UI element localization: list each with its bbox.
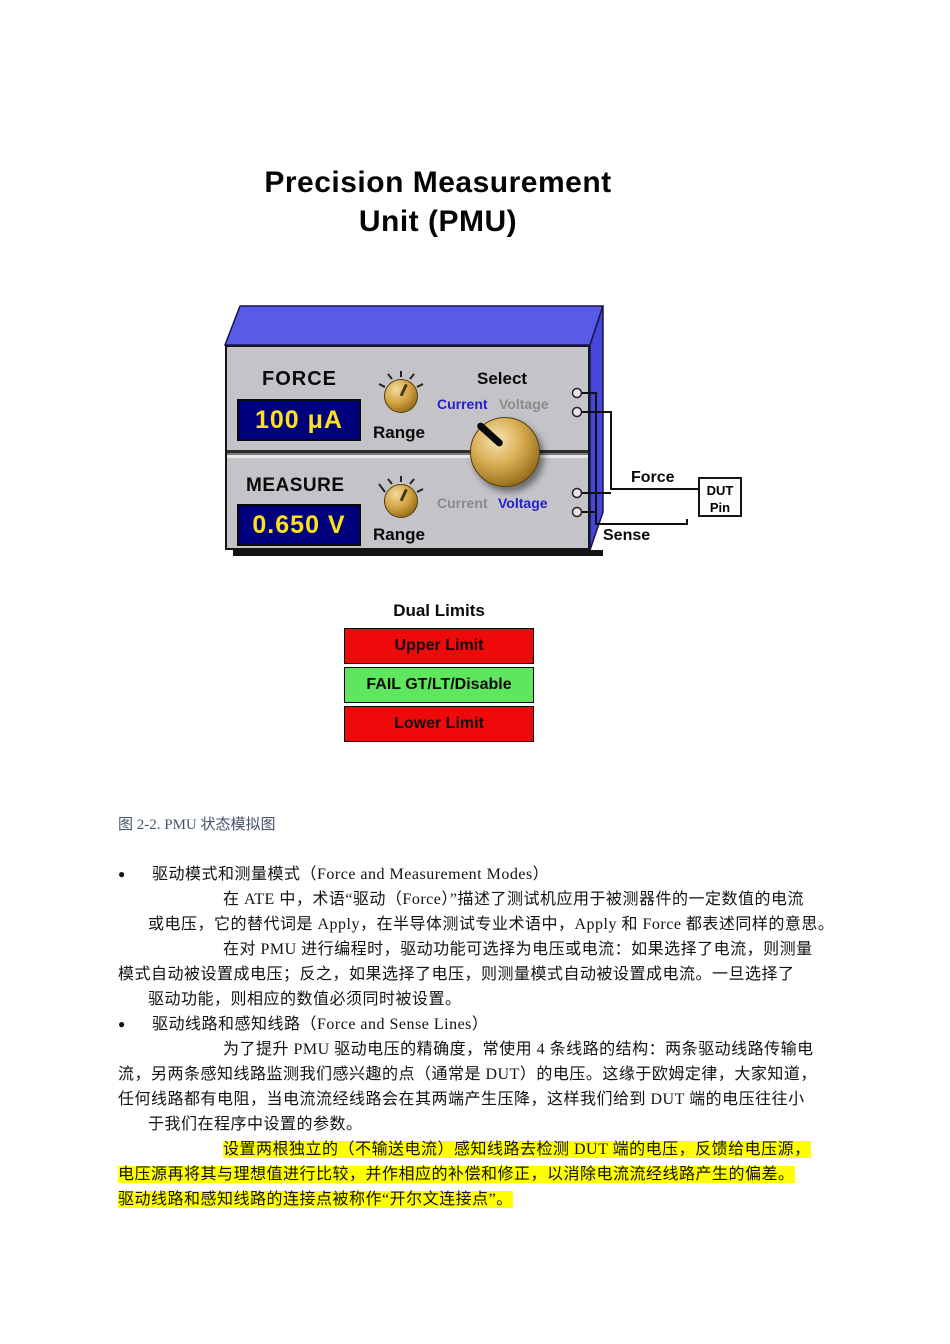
measure-display: 0.650 V <box>237 504 361 546</box>
figure-caption: 图 2-2. PMU 状态模拟图 <box>118 817 276 833</box>
measure-current-label: Current <box>437 495 488 511</box>
measure-range-label: Range <box>373 525 425 544</box>
dut-pin-line1: DUT <box>706 483 734 498</box>
page-title: Precision Measurement Unit (PMU) <box>118 163 758 241</box>
bullet-icon: ● <box>118 867 126 881</box>
highlighted-text: 驱动线路和感知线路的连接点被称作“开尔文连接点”。 <box>118 1191 513 1208</box>
select-knob <box>470 417 540 487</box>
body-text: ●驱动模式和测量模式（Force and Measurement Modes） … <box>118 862 844 1212</box>
force-section-label: FORCE <box>262 368 337 390</box>
terminal-measure-voltage <box>571 506 583 518</box>
measure-range-knob <box>384 484 418 518</box>
bullet-icon: ● <box>118 1017 126 1031</box>
body-line: 或电压，它的替代词是 Apply，在半导体测试专业术语中，Apply 和 For… <box>118 912 844 937</box>
body-line-text: 模式自动被设置成电压；反之，如果选择了电压，则测量模式自动被设置成电流。一旦选择… <box>118 966 795 983</box>
body-line-text: 任何线路都有电阻，当电流流经线路会在其两端产生压降，这样我们给到 DUT 端的电… <box>118 1091 805 1108</box>
body-line-highlighted: 驱动线路和感知线路的连接点被称作“开尔文连接点”。 <box>118 1187 844 1212</box>
measure-section-label: MEASURE <box>246 475 345 496</box>
body-line-text: 或电压，它的替代词是 Apply，在半导体测试专业术语中，Apply 和 For… <box>148 916 835 933</box>
heading-text: 驱动线路和感知线路（Force and Sense Lines） <box>152 1016 489 1033</box>
fail-band-bar: FAIL GT/LT/Disable <box>344 667 534 703</box>
body-line: 流，另两条感知线路监测我们感兴趣的点（通常是 DUT）的电压。这缘于欧姆定律，大… <box>118 1062 844 1087</box>
highlighted-text: 设置两根独立的（不输送电流）感知线路去检测 DUT 端的电压，反馈给电压源， <box>223 1141 811 1158</box>
bullet-heading: ● 驱动模式和测量模式（Force and Measurement Modes） <box>118 862 844 887</box>
highlighted-text: 电压源再将其与理想值进行比较，并作相应的补偿和修正，以消除电流流经线路产生的偏差… <box>118 1166 795 1183</box>
force-range-knob-ticks <box>378 371 424 388</box>
sense-line-label: Sense <box>601 527 653 545</box>
force-range-label: Range <box>373 423 425 442</box>
body-line: 任何线路都有电阻，当电流流经线路会在其两端产生压降，这样我们给到 DUT 端的电… <box>118 1087 844 1112</box>
body-line-text: 于我们在程序中设置的参数。 <box>148 1116 363 1133</box>
lower-limit-bar: Lower Limit <box>344 706 534 742</box>
pmu-diagram-graphics <box>223 305 698 556</box>
body-line-text: 在对 PMU 进行编程时，驱动功能可选择为电压或电流：如果选择了电流，则测量 <box>223 941 813 958</box>
force-display: 100 μA <box>237 399 361 441</box>
body-line-text: 为了提升 PMU 驱动电压的精确度，常使用 4 条线路的结构：两条驱动线路传输电 <box>223 1041 814 1058</box>
body-line: 在 ATE 中，术语“驱动（Force）”描述了测试机应用于被测器件的一定数值的… <box>118 887 844 912</box>
measure-range-knob-ticks <box>378 476 424 493</box>
dut-pin-box: DUT Pin <box>698 477 742 517</box>
dual-limits-figure: Dual Limits Upper Limit FAIL GT/LT/Disab… <box>344 600 534 745</box>
terminal-measure-current <box>571 487 583 499</box>
sense-wire <box>578 392 688 525</box>
body-line-text: 流，另两条感知线路监测我们感兴趣的点（通常是 DUT）的电压。这缘于欧姆定律，大… <box>118 1066 817 1083</box>
select-current-label: Current <box>437 396 488 412</box>
measure-voltage-label: Voltage <box>498 495 548 511</box>
page-title-line1: Precision Measurement <box>264 166 612 199</box>
force-range-knob <box>384 379 418 413</box>
bullet-heading: ● 驱动线路和感知线路（Force and Sense Lines） <box>118 1012 844 1037</box>
body-line: 于我们在程序中设置的参数。 <box>118 1112 844 1137</box>
knob-pointer <box>399 383 408 397</box>
force-wire <box>578 411 698 490</box>
body-line: 模式自动被设置成电压；反之，如果选择了电压，则测量模式自动被设置成电流。一旦选择… <box>118 962 844 987</box>
force-line-label: Force <box>629 469 677 487</box>
dual-limits-title: Dual Limits <box>393 601 485 620</box>
body-line-text: 在 ATE 中，术语“驱动（Force）”描述了测试机应用于被测器件的一定数值的… <box>223 891 804 908</box>
box-top-face <box>223 305 605 346</box>
select-knob-pointer <box>475 421 505 448</box>
box-bottom-shadow <box>233 550 603 556</box>
body-line: 为了提升 PMU 驱动电压的精确度，常使用 4 条线路的结构：两条驱动线路传输电 <box>118 1037 844 1062</box>
body-line-text: 驱动功能，则相应的数值必须同时被设置。 <box>148 991 462 1008</box>
page-title-line2: Unit (PMU) <box>358 205 518 238</box>
terminal-select-voltage <box>571 406 583 418</box>
heading-text: 驱动模式和测量模式（Force and Measurement Modes） <box>152 866 550 883</box>
body-line-highlighted: 设置两根独立的（不输送电流）感知线路去检测 DUT 端的电压，反馈给电压源， <box>118 1137 844 1162</box>
panel-divider <box>227 450 588 458</box>
select-label: Select <box>477 369 528 388</box>
knob-pointer <box>399 488 408 502</box>
terminal-select-current <box>571 387 583 399</box>
body-line-highlighted: 电压源再将其与理想值进行比较，并作相应的补偿和修正，以消除电流流经线路产生的偏差… <box>118 1162 844 1187</box>
body-line: 驱动功能，则相应的数值必须同时被设置。 <box>118 987 844 1012</box>
select-voltage-label: Voltage <box>499 396 549 412</box>
upper-limit-bar: Upper Limit <box>344 628 534 664</box>
body-line: 在对 PMU 进行编程时，驱动功能可选择为电压或电流：如果选择了电流，则测量 <box>118 937 844 962</box>
dut-pin-line2: Pin <box>709 500 731 515</box>
